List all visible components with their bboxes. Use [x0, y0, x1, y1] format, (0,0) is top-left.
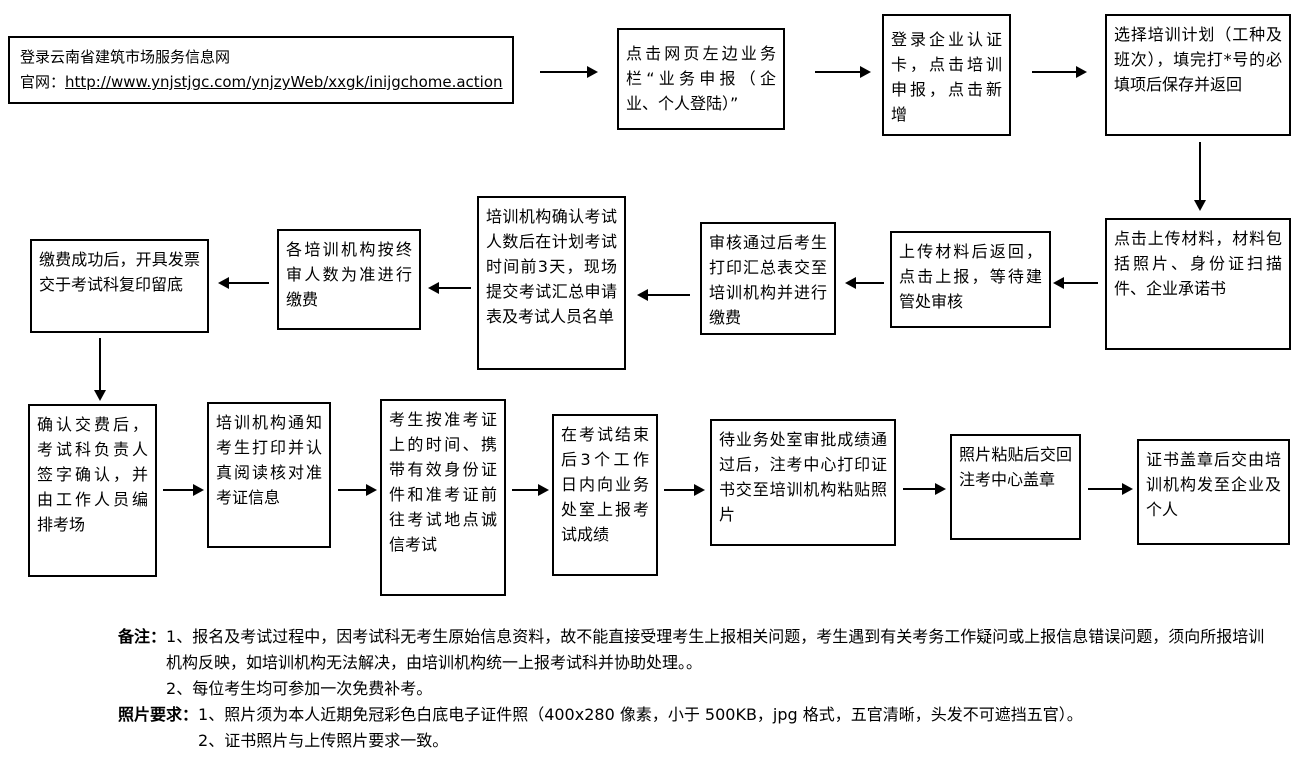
step-text: 待业务处室审批成绩通过后，注考中心打印证书交至培训机构粘贴照片 — [719, 430, 887, 524]
step-text: 培训机构确认考试人数后在计划考试时间前3天，现场提交考试汇总申请表及考试人员名单 — [486, 207, 617, 326]
arrow-step9-to-step10 — [229, 282, 269, 284]
step-submit-for-review: 上传材料后返回，点击上报，等待建管处审核 — [890, 231, 1051, 328]
step-org-pay-final-count: 各培训机构按终审人数为准进行缴费 — [277, 229, 421, 330]
arrow-step11-to-step12 — [163, 489, 193, 491]
step-upload-materials: 点击上传材料，材料包括照片、身份证扫描件、企业承诺书 — [1105, 218, 1291, 350]
remark-content: 1、报名及考试过程中，因考试科无考生原始信息资料，故不能直接受理考生上报相关问题… — [166, 624, 1278, 702]
step-issue-certificate: 证书盖章后交由培训机构发至企业及个人 — [1137, 439, 1290, 545]
step-login-website-title: 登录云南省建筑市场服务信息网 — [20, 48, 231, 66]
step-text: 确认交费后，考试科负责人签字确认，并由工作人员编排考场 — [37, 415, 148, 534]
step-invoice-filing: 缴费成功后，开具发票交于考试科复印留底 — [30, 239, 209, 333]
step-login-website: 登录云南省建筑市场服务信息网 官网：http://www.ynjstjgc.co… — [8, 36, 514, 104]
arrow-step5-to-step6 — [1064, 282, 1098, 284]
arrow-step8-to-step9 — [439, 287, 471, 289]
remark-item-2: 2、每位考生均可参加一次免费补考。 — [166, 679, 433, 698]
step-text: 上传材料后返回，点击上报，等待建管处审核 — [899, 242, 1042, 311]
arrow-step7-to-step8 — [648, 294, 690, 296]
step-print-certificate: 待业务处室审批成绩通过后，注考中心打印证书交至培训机构粘贴照片 — [710, 419, 896, 546]
step-text: 选择培训计划（工种及班次），填完打*号的必填项后保存并返回 — [1114, 25, 1282, 94]
website-url-link[interactable]: http://www.ynjstjgc.com/ynjzyWeb/xxgk/in… — [65, 73, 503, 91]
arrow-step3-to-step4 — [1032, 71, 1076, 73]
step-login-cert-card: 登录企业认证卡，点击培训申报，点击新增 — [882, 14, 1011, 136]
step-text: 登录企业认证卡，点击培训申报，点击新增 — [891, 30, 1002, 124]
arrow-step10-to-step11 — [99, 338, 101, 390]
step-text: 考生按准考证上的时间、携带有效身份证件和准考证前往考试地点诚信考试 — [389, 410, 497, 554]
step-text: 审核通过后考生打印汇总表交至培训机构并进行缴费 — [709, 233, 827, 327]
arrow-step16-to-step17 — [1088, 488, 1122, 490]
step-attend-exam: 考生按准考证上的时间、携带有效身份证件和准考证前往考试地点诚信考试 — [380, 399, 506, 596]
step-text: 在考试结束后3个工作日内向业务处室上报考试成绩 — [561, 425, 649, 544]
photo-requirements-label: 照片要求： — [118, 705, 199, 724]
step-org-confirm-submit: 培训机构确认考试人数后在计划考试时间前3天，现场提交考试汇总申请表及考试人员名单 — [477, 196, 626, 370]
arrow-step12-to-step13 — [338, 489, 366, 491]
photo-requirement-1: 1、照片须为本人近期免冠彩色白底电子证件照（400x280 像素，小于 500K… — [198, 705, 1083, 724]
arrow-step13-to-step14 — [512, 489, 538, 491]
remark-item-1: 1、报名及考试过程中，因考试科无考生原始信息资料，故不能直接受理考生上报相关问题… — [166, 627, 1265, 672]
step-notify-print-ticket: 培训机构通知考生打印并认真阅读核对准考证信息 — [207, 402, 331, 548]
website-line: 官网：http://www.ynjstjgc.com/ynjzyWeb/xxgk… — [20, 70, 503, 95]
step-click-business-column: 点击网页左边业务栏“业务申报（企业、个人登陆）” — [617, 28, 785, 130]
step-text: 照片粘贴后交回注考中心盖章 — [959, 445, 1072, 489]
step-stamp-certificate: 照片粘贴后交回注考中心盖章 — [950, 434, 1081, 540]
step-text: 点击网页左边业务栏“业务申报（企业、个人登陆）” — [626, 44, 776, 113]
remark-row: 备注： 1、报名及考试过程中，因考试科无考生原始信息资料，故不能直接受理考生上报… — [118, 624, 1278, 702]
step-text: 各培训机构按终审人数为准进行缴费 — [286, 240, 412, 309]
arrow-step1-to-step2 — [540, 71, 587, 73]
step-text: 点击上传材料，材料包括照片、身份证扫描件、企业承诺书 — [1114, 229, 1282, 298]
step-select-training-plan: 选择培训计划（工种及班次），填完打*号的必填项后保存并返回 — [1105, 14, 1291, 136]
step-print-summary-pay: 审核通过后考生打印汇总表交至培训机构并进行缴费 — [700, 222, 836, 335]
remark-label: 备注： — [118, 627, 167, 646]
arrow-step4-to-step5 — [1199, 142, 1201, 200]
arrow-step6-to-step7 — [856, 282, 884, 284]
step-text: 缴费成功后，开具发票交于考试科复印留底 — [39, 250, 200, 294]
step-report-scores: 在考试结束后3个工作日内向业务处室上报考试成绩 — [552, 414, 658, 576]
step-text: 培训机构通知考生打印并认真阅读核对准考证信息 — [216, 413, 322, 507]
photo-requirements-content: 1、照片须为本人近期免冠彩色白底电子证件照（400x280 像素，小于 500K… — [198, 702, 1278, 754]
step-confirm-payment-arrange: 确认交费后，考试科负责人签字确认，并由工作人员编排考场 — [28, 404, 157, 577]
photo-requirement-2: 2、证书照片与上传照片要求一致。 — [198, 731, 449, 750]
arrow-step15-to-step16 — [903, 488, 935, 490]
step-text: 证书盖章后交由培训机构发至企业及个人 — [1146, 450, 1281, 519]
arrow-step2-to-step3 — [815, 71, 860, 73]
url-label: 官网： — [20, 73, 66, 91]
notes-section: 备注： 1、报名及考试过程中，因考试科无考生原始信息资料，故不能直接受理考生上报… — [118, 624, 1278, 754]
photo-requirements-row: 照片要求： 1、照片须为本人近期免冠彩色白底电子证件照（400x280 像素，小… — [118, 702, 1278, 754]
arrow-step14-to-step15 — [664, 489, 694, 491]
